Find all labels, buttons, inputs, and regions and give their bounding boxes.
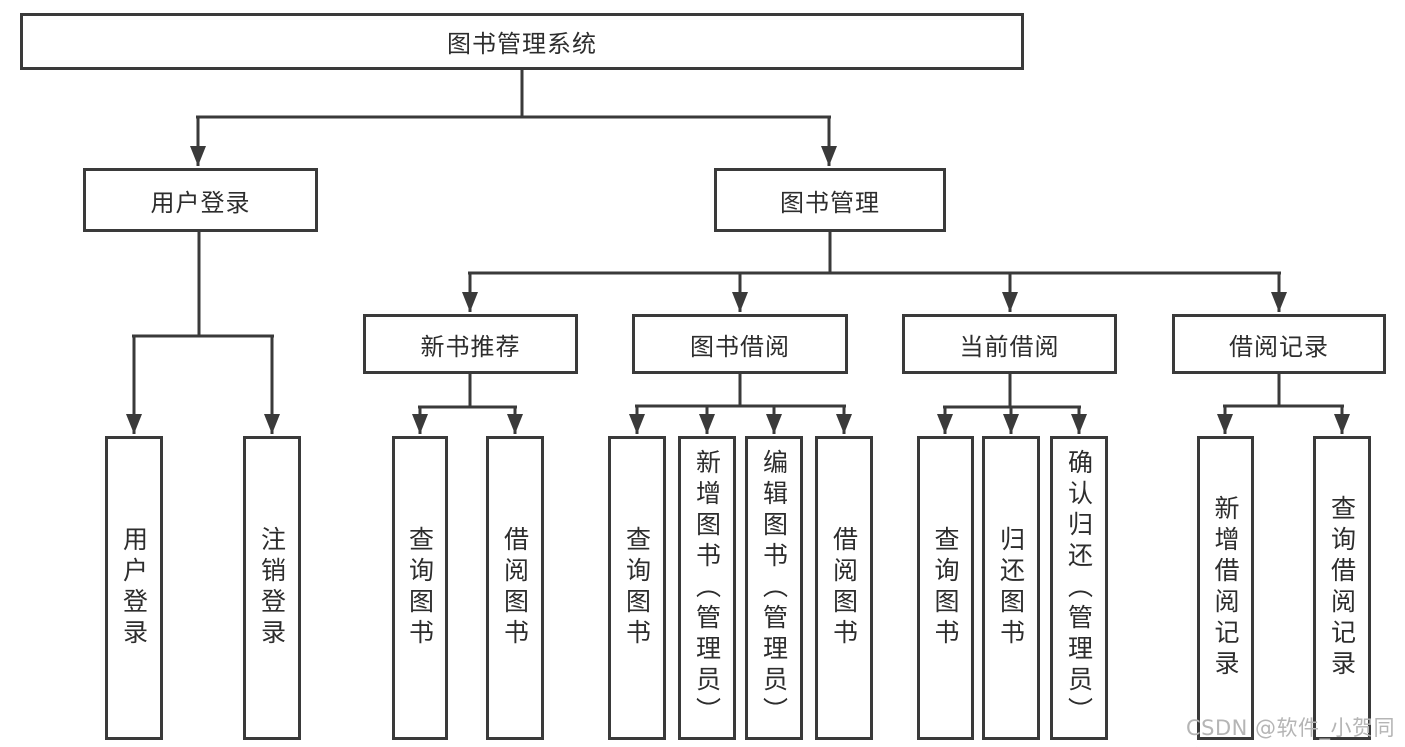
leaf-borrow-query-book: 查询图书 [608, 436, 666, 740]
leaf-user-login: 用户登录 [105, 436, 163, 740]
node-borrow-records: 借阅记录 [1172, 314, 1386, 374]
watermark: CSDN @软件_小贺同学 [1186, 716, 1396, 747]
node-book-borrow: 图书借阅 [632, 314, 848, 374]
node-user-login-label: 用户登录 [150, 188, 251, 217]
leaf-recommend-query-book: 查询图书 [392, 436, 448, 740]
leaf-recommend-borrow-book: 借阅图书 [486, 436, 544, 740]
leaf-current-return-book: 归还图书 [982, 436, 1040, 740]
node-user-login: 用户登录 [83, 168, 318, 232]
node-book-borrow-label: 图书借阅 [690, 332, 790, 361]
leaf-user-login-label: 用户登录 [119, 526, 149, 650]
node-current-borrow: 当前借阅 [902, 314, 1117, 374]
leaf-current-query-book-label: 查询图书 [931, 526, 960, 650]
node-book-management-label: 图书管理 [780, 188, 880, 217]
leaf-current-query-book: 查询图书 [917, 436, 974, 740]
node-current-borrow-label: 当前借阅 [959, 332, 1060, 361]
leaf-records-query-record: 查询借阅记录 [1313, 436, 1371, 740]
leaf-current-confirm-return-admin: 确认归还（管理员） [1050, 436, 1108, 740]
leaf-borrow-edit-book-admin-label: 编辑图书（管理员） [759, 448, 789, 728]
leaf-current-confirm-return-admin-label: 确认归还（管理员） [1064, 448, 1094, 728]
leaf-borrow-borrow-book-label: 借阅图书 [829, 526, 859, 650]
leaf-logout: 注销登录 [243, 436, 301, 740]
leaf-records-add-record-label: 新增借阅记录 [1211, 495, 1240, 681]
node-new-book-recommend: 新书推荐 [363, 314, 578, 374]
leaf-records-query-record-label: 查询借阅记录 [1327, 495, 1357, 681]
node-new-book-recommend-label: 新书推荐 [420, 332, 521, 361]
leaf-recommend-borrow-book-label: 借阅图书 [500, 526, 530, 650]
leaf-borrow-add-book-admin: 新增图书（管理员） [678, 436, 736, 740]
node-root: 图书管理系统 [20, 13, 1024, 70]
node-book-management: 图书管理 [714, 168, 946, 232]
leaf-borrow-add-book-admin-label: 新增图书（管理员） [692, 448, 722, 728]
leaf-borrow-query-book-label: 查询图书 [622, 526, 652, 650]
leaf-logout-label: 注销登录 [257, 526, 287, 650]
node-root-label: 图书管理系统 [447, 30, 597, 58]
leaf-borrow-borrow-book: 借阅图书 [815, 436, 873, 740]
leaf-current-return-book-label: 归还图书 [996, 526, 1026, 650]
leaf-records-add-record: 新增借阅记录 [1197, 436, 1254, 740]
leaf-borrow-edit-book-admin: 编辑图书（管理员） [745, 436, 803, 740]
leaf-recommend-query-book-label: 查询图书 [405, 526, 435, 650]
node-borrow-records-label: 借阅记录 [1229, 332, 1329, 361]
